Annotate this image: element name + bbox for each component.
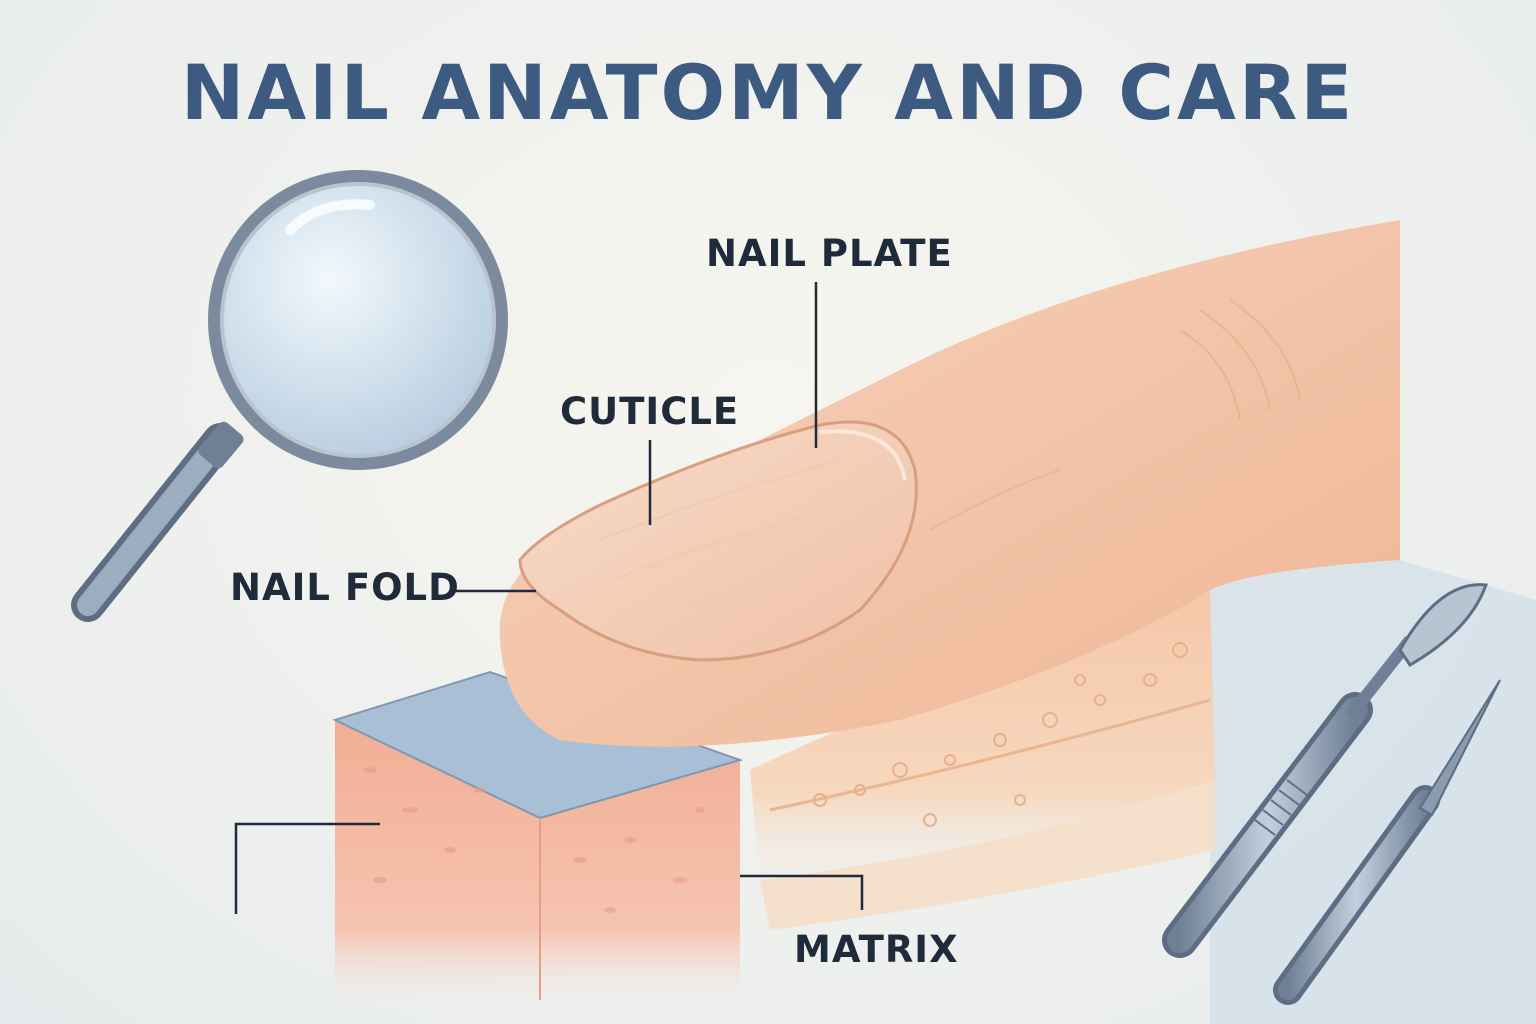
page-title: NAIL ANATOMY AND CARE bbox=[180, 48, 1356, 137]
background-shadow bbox=[1210, 550, 1536, 1024]
skin-cross-section-left bbox=[332, 670, 744, 1000]
leader-lines bbox=[234, 282, 864, 914]
cuticle-pusher-icon bbox=[1273, 679, 1501, 1005]
skin-cross-section-right bbox=[750, 590, 1215, 930]
label-nail-fold: NAIL FOLD bbox=[230, 566, 460, 609]
magnifier-icon bbox=[71, 170, 508, 622]
scalpel-icon bbox=[1162, 583, 1489, 958]
label-matrix: MATRIX bbox=[794, 928, 959, 971]
nail-plate bbox=[518, 420, 918, 662]
label-nail-plate: NAIL PLATE bbox=[706, 232, 953, 275]
label-cuticle: CUTICLE bbox=[560, 390, 740, 433]
